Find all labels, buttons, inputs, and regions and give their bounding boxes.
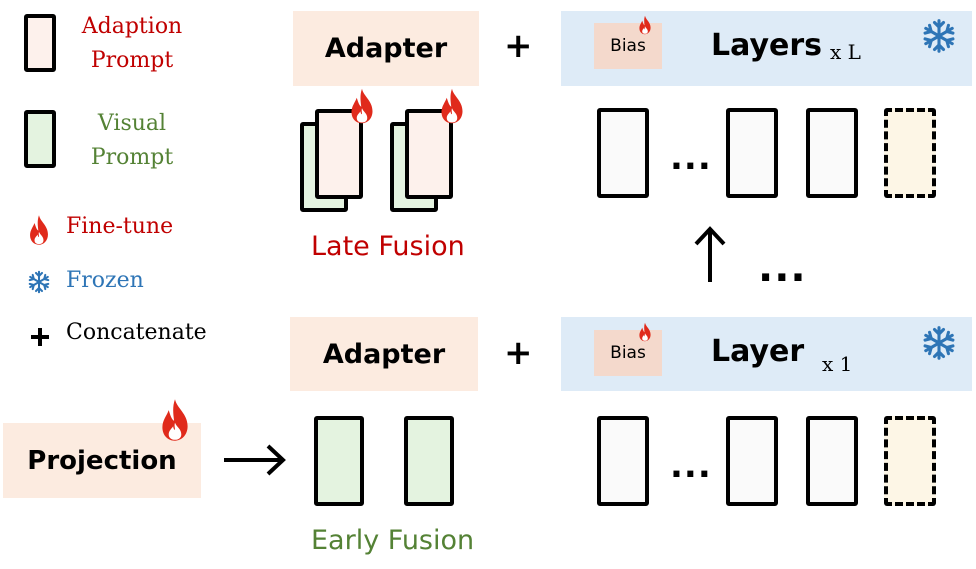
bottom-adapter-block: Adapter <box>290 317 478 391</box>
visual-prompt-label: Visual Prompt <box>62 107 202 175</box>
top-token-2 <box>726 108 778 198</box>
flame-icon <box>157 396 193 444</box>
top-token-ellipsis: ... <box>670 138 712 178</box>
plus-icon <box>31 328 49 346</box>
flame-icon <box>437 86 467 126</box>
bottom-bias-box: Bias <box>594 330 662 376</box>
visual-prompt-swatch <box>24 110 56 168</box>
bottom-layer-label: Layer <box>711 334 805 369</box>
bottom-bias-label: Bias <box>610 343 646 363</box>
bottom-plus: + <box>504 333 533 373</box>
snowflake-icon <box>27 270 51 294</box>
late-adaption-prompt-1 <box>315 109 363 199</box>
snowflake-icon <box>921 325 957 361</box>
visual-prompt-line1: Visual <box>97 111 167 136</box>
top-token-1 <box>597 108 649 198</box>
top-adapter-block: Adapter <box>293 11 479 86</box>
top-bias-label: Bias <box>610 36 646 56</box>
top-bias-box: Bias <box>594 23 662 69</box>
flame-icon <box>637 321 653 343</box>
top-layers-label: Layers <box>711 28 822 63</box>
top-token-dashed <box>884 108 936 198</box>
flame-icon <box>26 214 52 246</box>
adaption-prompt-line1: Adaption <box>81 14 183 39</box>
bottom-multiplier: x 1 <box>822 352 853 376</box>
adaption-prompt-label: Adaption Prompt <box>62 10 202 78</box>
concatenate-label: Concatenate <box>66 320 207 345</box>
arrow-up-icon <box>694 226 726 282</box>
top-plus: + <box>504 26 533 66</box>
visual-prompt-line2: Prompt <box>90 145 174 170</box>
frozen-label: Frozen <box>66 268 144 293</box>
adaption-prompt-line2: Prompt <box>90 48 174 73</box>
early-visual-prompt-2 <box>404 416 454 506</box>
arrow-right-icon <box>224 444 286 476</box>
early-fusion-label: Early Fusion <box>311 525 475 556</box>
late-adaption-prompt-2 <box>405 109 453 199</box>
fine-tune-label: Fine-tune <box>66 214 174 239</box>
top-token-3 <box>806 108 858 198</box>
late-fusion-label: Late Fusion <box>311 231 465 262</box>
flame-icon <box>637 14 653 36</box>
bottom-token-3 <box>806 416 858 506</box>
flame-icon <box>347 86 377 126</box>
bottom-token-2 <box>726 416 778 506</box>
early-visual-prompt-1 <box>314 416 364 506</box>
bottom-token-1 <box>597 416 649 506</box>
top-multiplier: x L <box>830 40 861 64</box>
middle-ellipsis: ... <box>758 245 807 291</box>
adaption-prompt-swatch <box>24 14 56 72</box>
bottom-token-dashed <box>884 416 936 506</box>
bottom-token-ellipsis: ... <box>670 446 712 486</box>
snowflake-icon <box>921 18 957 54</box>
